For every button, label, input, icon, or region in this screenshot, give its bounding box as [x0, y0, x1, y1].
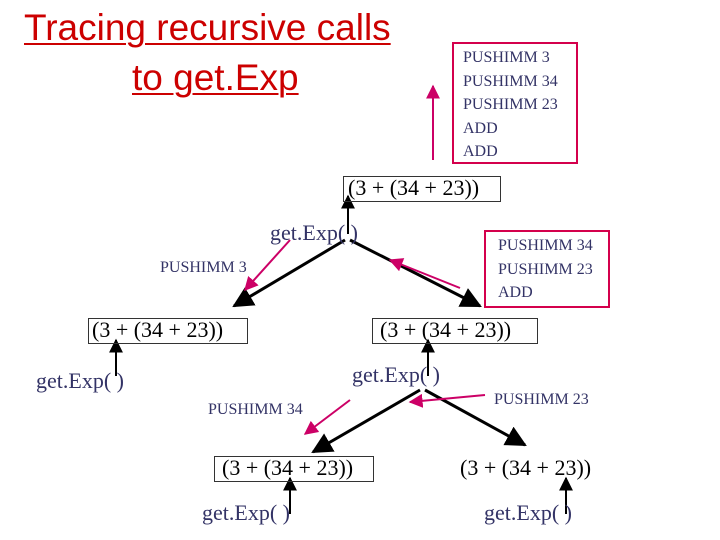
tree-edge-root-left	[232, 238, 346, 308]
right-instruction-2: PUSHIMM 23	[498, 260, 593, 278]
return-arrow-mid-left	[303, 399, 351, 435]
return-arrow-mid-right	[408, 393, 486, 408]
expr-right: (3 + (34 + 23))	[380, 317, 512, 342]
tree-edge-mid-left	[311, 388, 421, 454]
root-instruction-box: PUSHIMM 3 PUSHIMM 34 PUSHIMM 23 ADD ADD	[452, 42, 578, 164]
expr-box-mid-left	[214, 456, 374, 482]
slide-title-line2: to get.Exp	[132, 57, 299, 98]
expr-root: (3 + (34 + 23))	[348, 175, 480, 200]
root-instruction-2: PUSHIMM 34	[463, 72, 558, 90]
edge-label-root-left: PUSHIMM 3	[160, 259, 247, 276]
expr-box-root	[343, 176, 501, 202]
expr-left: (3 + (34 + 23))	[92, 317, 224, 342]
root-instruction-3: PUSHIMM 23	[463, 96, 558, 113]
slide-title-line1: Tracing recursive calls	[24, 7, 391, 48]
call-label-root: get.Exp( )	[270, 220, 358, 245]
return-arrow-right	[388, 258, 461, 289]
right-instruction-box: PUSHIMM 34 PUSHIMM 23 ADD	[484, 230, 610, 308]
call-label-left: get.Exp( )	[36, 368, 124, 393]
tree-edge-root-right	[349, 238, 482, 308]
call-label-mid-right: get.Exp( )	[484, 500, 572, 525]
edge-label-mid-left: PUSHIMM 34	[208, 401, 303, 418]
expr-box-right	[372, 318, 538, 344]
root-instruction-5: ADD	[463, 143, 498, 160]
right-instruction-3: ADD	[498, 284, 533, 301]
call-label-right: get.Exp( )	[352, 362, 440, 387]
expr-box-left	[88, 318, 248, 344]
right-instruction-1: PUSHIMM 34	[498, 237, 593, 254]
expr-mid-right: (3 + (34 + 23))	[460, 455, 592, 480]
expr-mid-left: (3 + (34 + 23))	[222, 455, 354, 480]
edge-label-mid-right: PUSHIMM 23	[494, 391, 589, 408]
call-label-mid-left: get.Exp( )	[202, 500, 290, 525]
root-instruction-1: PUSHIMM 3	[463, 49, 550, 66]
return-arrow-left	[244, 239, 291, 292]
root-instruction-4: ADD	[463, 119, 498, 137]
